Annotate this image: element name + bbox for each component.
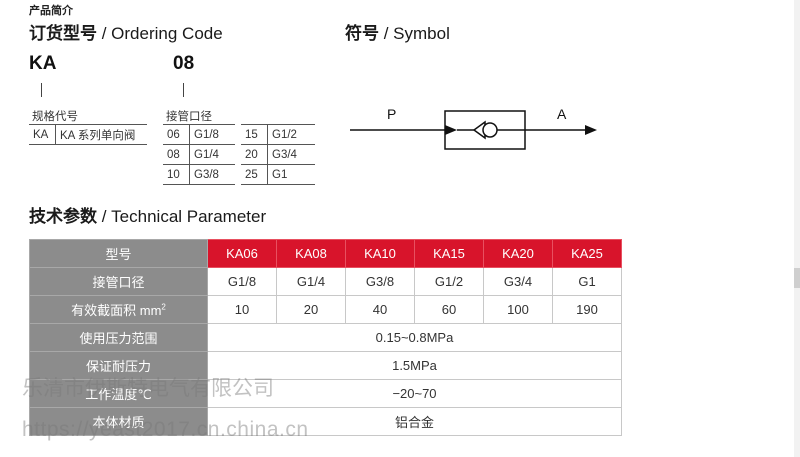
scrollbar-thumb[interactable] [794, 268, 800, 288]
header-label: 型号 [29, 239, 208, 268]
series-label: 规格代号 [32, 111, 78, 123]
row-label-superscript: 2 [161, 302, 166, 312]
table-header-row: 型号 KA06 KA08 KA10 KA15 KA20 KA25 [29, 239, 622, 268]
size-code: 20 [241, 144, 268, 165]
size-code: 25 [241, 164, 268, 185]
size-thread: G3/4 [267, 144, 315, 165]
table-row: 工作温度℃ −20~70 [29, 379, 622, 408]
table-cell: 60 [414, 295, 484, 324]
model-header: KA25 [552, 239, 622, 268]
outlet-arrow [585, 125, 597, 135]
table-cell: 40 [345, 295, 415, 324]
series-row: KA KA 系列单向阀 [29, 124, 147, 145]
table-cell: 100 [483, 295, 553, 324]
size-row: 25 G1 [241, 164, 315, 185]
table-cell: G1/8 [207, 267, 277, 296]
ordering-title-en: Ordering Code [111, 24, 223, 43]
table-span-cell: 0.15~0.8MPa [207, 323, 622, 352]
technical-title-sep: / [97, 207, 112, 226]
size-code: 15 [241, 124, 268, 145]
row-label-text: 有效截面积 mm [71, 303, 162, 318]
technical-table: 型号 KA06 KA08 KA10 KA15 KA20 KA25 接管口径 G1… [29, 239, 622, 436]
inlet-arrow [445, 125, 457, 135]
size-thread: G1/8 [189, 124, 235, 145]
size-row: 15 G1/2 [241, 124, 315, 145]
table-span-cell: 铝合金 [207, 407, 622, 436]
row-label: 本体材质 [29, 407, 208, 436]
code-size-tick [183, 83, 184, 97]
table-cell: 20 [276, 295, 346, 324]
size-row: 10 G3/8 [163, 164, 235, 185]
symbol-title: 符号 / Symbol [345, 19, 450, 44]
code-size: 08 [173, 53, 195, 74]
model-header: KA06 [207, 239, 277, 268]
row-label: 工作温度℃ [29, 379, 208, 408]
row-label: 有效截面积 mm2 [29, 295, 208, 324]
size-code: 08 [163, 144, 190, 165]
model-header: KA15 [414, 239, 484, 268]
series-code: KA [29, 124, 56, 145]
table-row: 保证耐压力 1.5MPa [29, 351, 622, 380]
code-series-tick [41, 83, 42, 97]
size-row: 06 G1/8 [163, 124, 235, 145]
size-table-left: 06 G1/8 08 G1/4 10 G3/8 [163, 124, 235, 185]
size-row: 08 G1/4 [163, 144, 235, 165]
table-span-cell: −20~70 [207, 379, 622, 408]
table-cell: G3/4 [483, 267, 553, 296]
symbol-title-sep: / [379, 24, 394, 43]
series-desc: KA 系列单向阀 [55, 124, 147, 145]
model-header: KA08 [276, 239, 346, 268]
size-label: 接管口径 [166, 111, 212, 123]
intro-label: 产品简介 [29, 5, 73, 17]
port-a-label: A [557, 106, 567, 122]
model-header: KA20 [483, 239, 553, 268]
size-code: 10 [163, 164, 190, 185]
code-series: KA [29, 53, 57, 74]
row-label: 使用压力范围 [29, 323, 208, 352]
ordering-code-title: 订货型号 / Ordering Code [29, 19, 223, 44]
table-row: 有效截面积 mm2 10 20 40 60 100 190 [29, 295, 622, 324]
table-row: 使用压力范围 0.15~0.8MPa [29, 323, 622, 352]
valve-ball [482, 122, 498, 138]
row-label: 保证耐压力 [29, 351, 208, 380]
check-valve-symbol [350, 110, 597, 150]
series-table: KA KA 系列单向阀 [29, 124, 147, 145]
symbol-title-cn: 符号 [345, 24, 379, 43]
table-cell: 190 [552, 295, 622, 324]
table-cell: G3/8 [345, 267, 415, 296]
table-row: 接管口径 G1/8 G1/4 G3/8 G1/2 G3/4 G1 [29, 267, 622, 296]
table-span-cell: 1.5MPa [207, 351, 622, 380]
table-row: 本体材质 铝合金 [29, 407, 622, 436]
table-cell: G1/4 [276, 267, 346, 296]
model-header: KA10 [345, 239, 415, 268]
size-thread: G1 [267, 164, 315, 185]
size-thread: G1/4 [189, 144, 235, 165]
port-p-label: P [387, 106, 397, 122]
table-cell: G1/2 [414, 267, 484, 296]
symbol-title-en: Symbol [393, 24, 450, 43]
size-table-right: 15 G1/2 20 G3/4 25 G1 [241, 124, 315, 185]
table-cell: G1 [552, 267, 622, 296]
technical-title-cn: 技术参数 [29, 207, 97, 226]
technical-title-en: Technical Parameter [111, 207, 267, 226]
ordering-title-sep: / [97, 24, 112, 43]
size-row: 20 G3/4 [241, 144, 315, 165]
scrollbar-track[interactable] [794, 0, 800, 457]
technical-title: 技术参数 / Technical Parameter [29, 202, 266, 227]
size-code: 06 [163, 124, 190, 145]
size-thread: G3/8 [189, 164, 235, 185]
table-cell: 10 [207, 295, 277, 324]
row-label: 接管口径 [29, 267, 208, 296]
size-thread: G1/2 [267, 124, 315, 145]
ordering-title-cn: 订货型号 [29, 24, 97, 43]
